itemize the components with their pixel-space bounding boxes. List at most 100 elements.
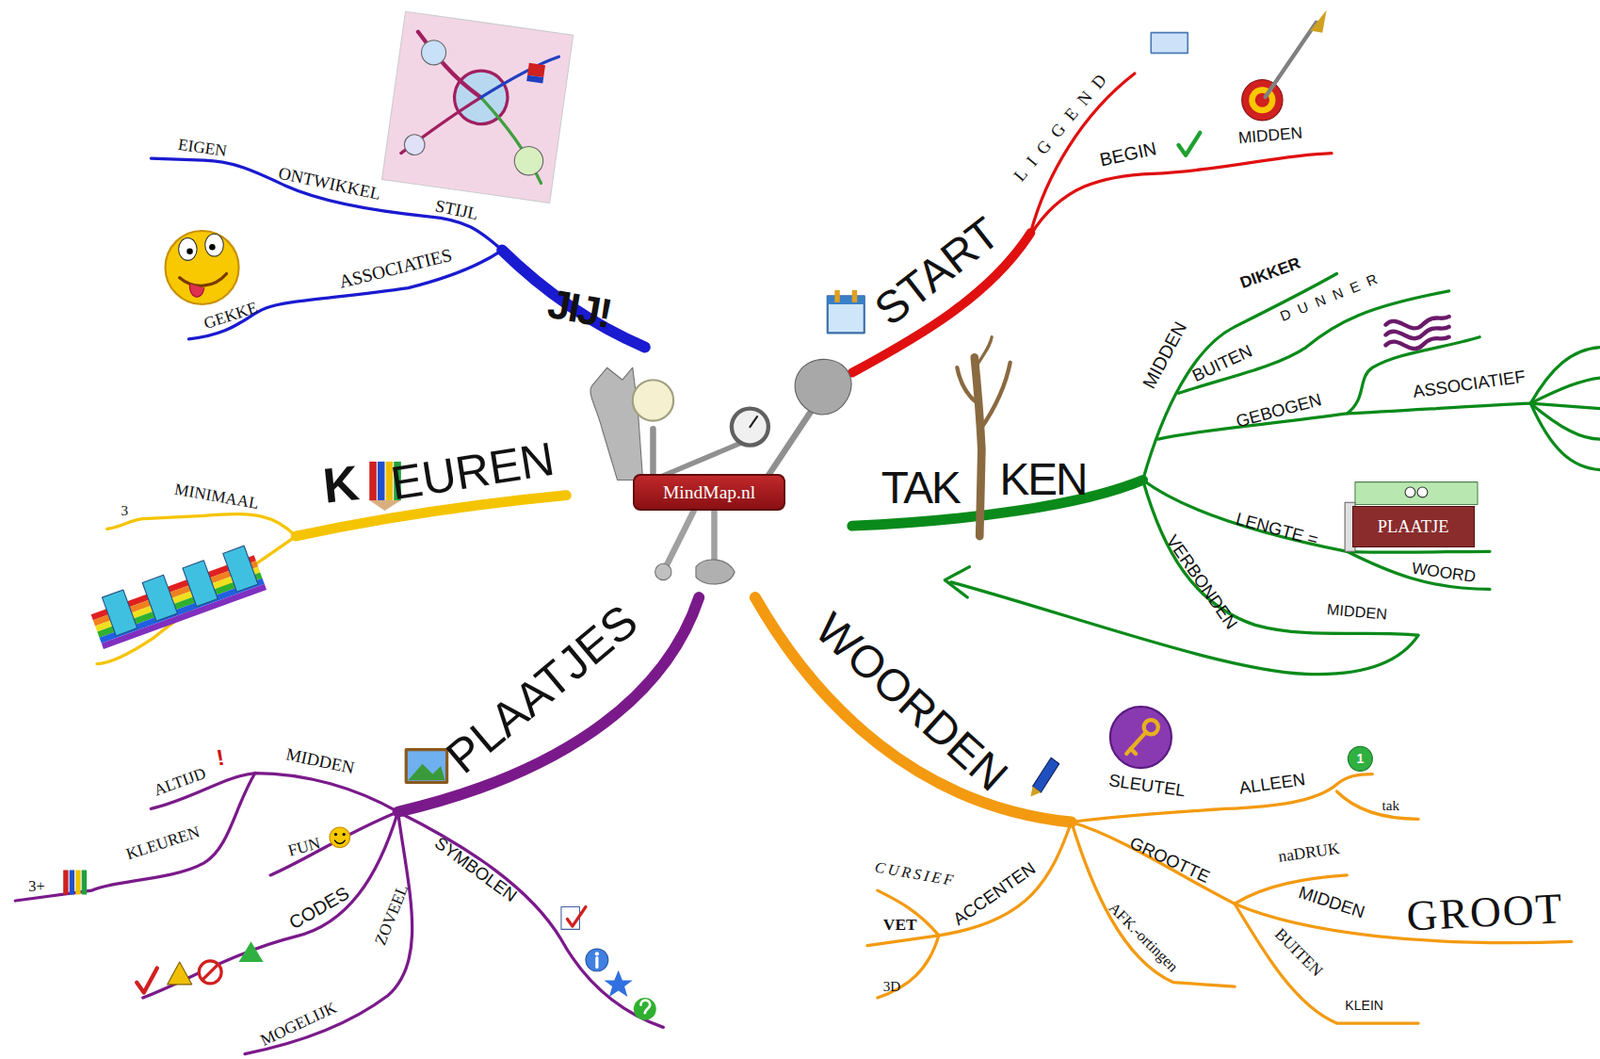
branch-word: AFK.-ortingen (1105, 899, 1180, 974)
rainbow-word (86, 543, 267, 649)
art-shape (794, 358, 852, 415)
art-shape (1346, 403, 1531, 414)
branch-word: ONTWIKKEL (276, 164, 383, 204)
art-shape (731, 408, 769, 446)
branch-word: DIKKER (1238, 255, 1303, 292)
book-icon (1344, 482, 1478, 552)
art-shape (410, 32, 489, 98)
picture-book-box: PLAATJE (1352, 505, 1475, 547)
art-shape (1405, 486, 1416, 498)
art-shape (270, 811, 398, 875)
art-shape (101, 583, 267, 649)
art-shape (1143, 479, 1490, 552)
node-text: PLAATJE (1377, 517, 1450, 535)
art-shape (749, 416, 758, 427)
art-shape (407, 763, 445, 780)
branch-word: CODES (286, 884, 353, 934)
art-shape (1234, 903, 1419, 1023)
art-shape (1530, 347, 1600, 405)
branch-word: 1 (1356, 751, 1364, 765)
branch-word: MINIMAAL (173, 480, 260, 512)
pencils-small-icon (63, 869, 87, 894)
picture-icon (405, 749, 447, 783)
branch-word: ALTIJD (151, 764, 209, 799)
art-shape (951, 479, 1419, 674)
branch-word: ZOVEEL (371, 881, 411, 947)
art-shape (566, 905, 586, 926)
art-shape (590, 367, 644, 480)
art-shape (75, 869, 81, 894)
calendar-icon (827, 290, 865, 334)
symbol-icons (561, 905, 657, 1019)
art-shape (1071, 822, 1235, 987)
art-shape (711, 510, 718, 567)
art-shape (244, 811, 413, 1054)
check-icon (1178, 132, 1200, 156)
art-shape (369, 461, 377, 501)
art-shape (1530, 377, 1600, 404)
art-shape (182, 560, 218, 607)
branch-word: CURSIEF (873, 858, 957, 889)
branch-word: GROOTTE (1127, 834, 1213, 887)
art-shape (69, 869, 75, 894)
art-shape (186, 247, 194, 255)
art-shape (512, 145, 545, 178)
branch-word: GROOT (1405, 886, 1565, 938)
art-shape (827, 295, 865, 333)
art-shape (1071, 822, 1572, 943)
art-shape (469, 96, 551, 183)
art-shape (150, 158, 502, 251)
art-shape (329, 826, 351, 848)
branch-word: KLEUREN (124, 823, 202, 862)
art-shape (405, 749, 447, 783)
branch-word: LENGTE = (1233, 510, 1320, 550)
branch-word: 3+ (28, 877, 45, 893)
blank-box-icon (1150, 32, 1188, 54)
art-shape (342, 832, 346, 836)
art-shape (974, 356, 983, 536)
branch-word: JIJ! (545, 283, 615, 335)
art-shape (695, 559, 735, 584)
branch-word: FUN (286, 834, 323, 859)
art-shape (205, 233, 225, 257)
blue-branch (150, 158, 645, 348)
art-shape (765, 403, 817, 480)
art-shape (640, 1000, 650, 1014)
art-shape (1265, 22, 1317, 97)
branch-word: naDRUK (1277, 840, 1342, 865)
art-shape (377, 461, 386, 501)
art-shape (63, 869, 68, 894)
art-shape (1336, 791, 1419, 819)
knife-tools (590, 358, 852, 584)
art-shape (189, 283, 204, 297)
art-shape (1033, 757, 1060, 792)
art-shape (877, 935, 939, 998)
art-shape (1355, 482, 1478, 505)
art-shape (403, 132, 426, 156)
art-shape (1417, 486, 1428, 498)
art-shape (755, 597, 1072, 822)
target-icon (1242, 10, 1327, 121)
art-shape (209, 243, 216, 251)
branch-word: VERBONDEN (1163, 532, 1241, 632)
art-shape (1530, 403, 1600, 469)
art-shape (501, 250, 646, 348)
art-shape (239, 940, 264, 962)
key-icon (1110, 706, 1172, 768)
branch-word: ASSOCIATIEF (1411, 368, 1527, 402)
art-shape (136, 968, 158, 993)
number-badge (1347, 745, 1373, 771)
art-shape (188, 250, 502, 340)
art-shape (420, 38, 448, 66)
branch-word: KLEIN (1344, 998, 1384, 1012)
art-shape (1242, 80, 1283, 121)
art-shape (827, 295, 865, 305)
branch-word: LIGGEND (1010, 64, 1116, 185)
branch-word: ASSOCIATIES (338, 245, 455, 292)
branch-word: ALLEEN (1238, 770, 1307, 797)
art-shape (632, 379, 674, 421)
branch-word: START (866, 210, 1007, 334)
art-shape (203, 964, 218, 979)
branch-word: ! (214, 745, 227, 770)
